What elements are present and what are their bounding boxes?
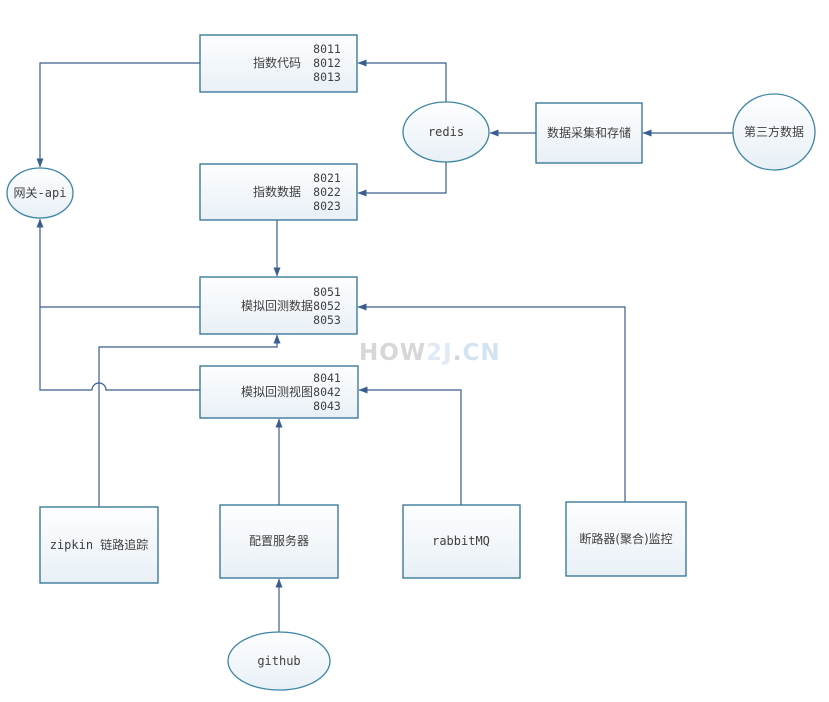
node-third-party: 第三方数据 bbox=[732, 93, 816, 171]
node-backtest-view: 模拟回测视图 8041 8042 8043 bbox=[199, 365, 359, 419]
edge-backtest-view-to-gateway bbox=[39, 307, 200, 391]
backtest-view-box bbox=[199, 365, 359, 419]
watermark-part: . bbox=[453, 340, 463, 366]
edge-rabbitmq-to-backtest-view bbox=[358, 386, 462, 505]
backtest-data-box bbox=[199, 276, 358, 335]
watermark-part: CN bbox=[462, 340, 500, 366]
node-index-data: 指数数据 8021 8022 8023 bbox=[199, 163, 358, 221]
redis-label: redis bbox=[428, 125, 464, 139]
node-gateway-api: 网关-api bbox=[6, 167, 74, 219]
rabbitmq-label: rabbitMQ bbox=[432, 534, 490, 548]
backtest-data-port: 8052 bbox=[313, 299, 341, 313]
backtest-data-port: 8053 bbox=[313, 313, 341, 327]
third-party-label: 第三方数据 bbox=[744, 124, 804, 139]
third-party-ellipse bbox=[732, 93, 816, 171]
node-index-code: 指数代码 8011 8012 8013 bbox=[199, 34, 358, 93]
backtest-view-port: 8041 bbox=[313, 371, 341, 385]
config-server-box bbox=[219, 504, 339, 579]
redis-ellipse bbox=[402, 101, 490, 163]
index-data-box bbox=[199, 163, 358, 221]
backtest-view-port: 8043 bbox=[313, 399, 341, 413]
watermark-how2j: HOW2J.CN bbox=[359, 340, 501, 366]
index-data-port: 8023 bbox=[313, 199, 341, 213]
edge-zipkin-to-backtest-data bbox=[98, 334, 281, 507]
data-collect-box bbox=[535, 102, 643, 164]
watermark-part: 2J bbox=[426, 340, 453, 366]
index-code-port: 8012 bbox=[313, 56, 341, 70]
edge-backtest-data-to-gateway bbox=[36, 218, 200, 308]
index-code-port: 8011 bbox=[313, 42, 341, 56]
node-backtest-data: 模拟回测数据 8051 8052 8053 bbox=[199, 276, 358, 335]
gateway-api-ellipse bbox=[6, 167, 74, 219]
backtest-data-port: 8051 bbox=[313, 285, 341, 299]
zipkin-box bbox=[39, 506, 159, 584]
index-data-label: 指数数据 bbox=[253, 184, 301, 199]
gateway-api-label: 网关-api bbox=[14, 186, 67, 200]
index-code-box bbox=[199, 34, 358, 93]
github-label: github bbox=[257, 654, 300, 668]
github-ellipse bbox=[227, 631, 331, 691]
watermark-part: HOW bbox=[359, 340, 426, 366]
circuit-breaker-box bbox=[565, 501, 687, 577]
node-config-server: 配置服务器 bbox=[219, 504, 339, 579]
node-circuit-breaker: 断路器(聚合)监控 bbox=[565, 501, 687, 577]
node-data-collect: 数据采集和存储 bbox=[535, 102, 643, 164]
edge-index-code-to-gateway bbox=[36, 62, 200, 168]
rabbitmq-box bbox=[402, 504, 521, 579]
index-data-port: 8021 bbox=[313, 171, 341, 185]
edge-redis-to-index-data bbox=[357, 162, 447, 197]
backtest-data-label: 模拟回测数据 bbox=[241, 298, 313, 313]
node-zipkin: zipkin 链路追踪 bbox=[39, 506, 159, 584]
node-redis: redis bbox=[402, 101, 490, 163]
index-data-port: 8022 bbox=[313, 185, 341, 199]
node-rabbitmq: rabbitMQ bbox=[402, 504, 521, 579]
edge-circuit-breaker-to-backtest-data bbox=[357, 303, 626, 502]
circuit-breaker-label: 断路器(聚合)监控 bbox=[579, 531, 672, 546]
data-collect-label: 数据采集和存储 bbox=[547, 125, 631, 140]
index-code-port: 8013 bbox=[313, 70, 341, 84]
zipkin-label: zipkin 链路追踪 bbox=[50, 537, 149, 552]
backtest-view-port: 8042 bbox=[313, 385, 341, 399]
backtest-view-label: 模拟回测视图 bbox=[241, 384, 313, 399]
edge-redis-to-index-code bbox=[357, 59, 447, 102]
index-code-label: 指数代码 bbox=[253, 55, 301, 70]
config-server-label: 配置服务器 bbox=[249, 533, 309, 548]
node-github: github bbox=[227, 631, 331, 691]
